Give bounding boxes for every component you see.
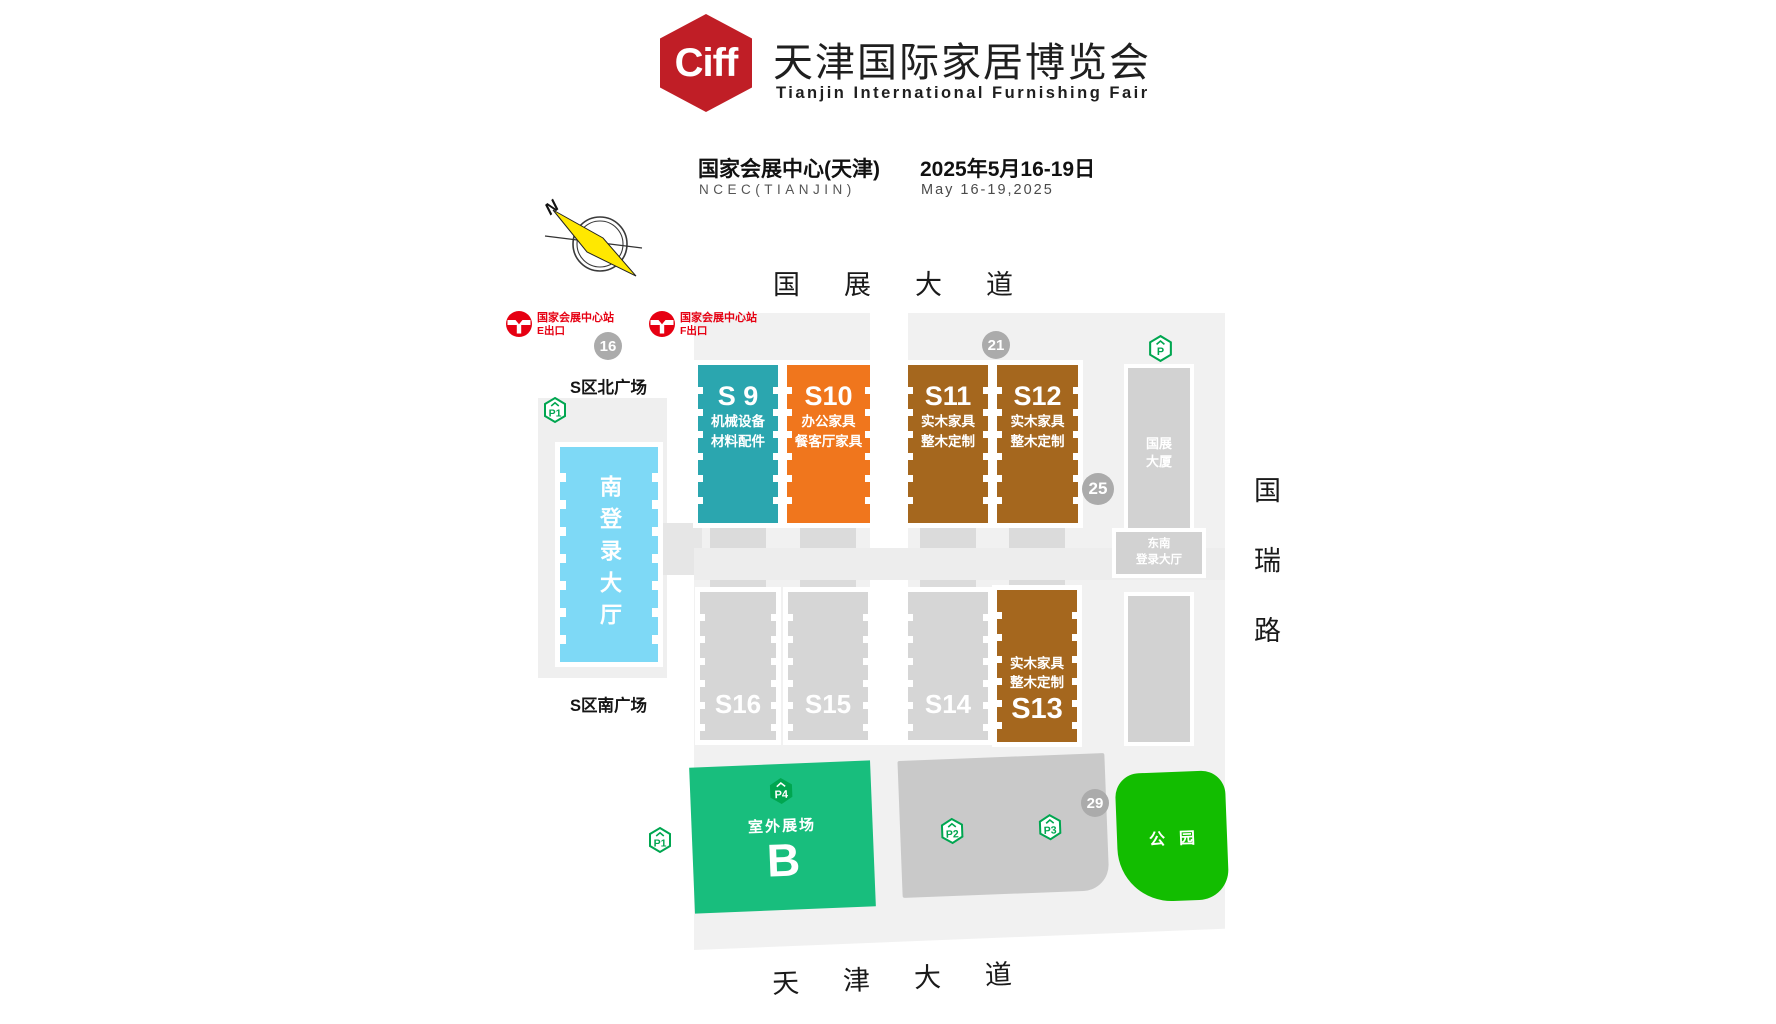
gate-21-badge: 21 [982, 331, 1010, 359]
inner-road-upper [870, 313, 908, 548]
hall-s14-id: S14 [924, 689, 972, 719]
expo-tower-label: 国展 大厦 [1146, 435, 1172, 470]
parking-icon-p1-north: P1 [544, 396, 566, 424]
parking-p3-label: P3 [1044, 824, 1057, 836]
parking-roof-mark [947, 822, 957, 828]
gate-16-badge: 16 [594, 332, 622, 360]
southeast-login-hall: 东南 登录大厅 [1116, 532, 1202, 574]
expo-tower-line1: 国展 [1145, 436, 1172, 452]
hall-s15: S15 [788, 592, 868, 740]
hall-s10-line1: 办公家具 [801, 414, 856, 429]
metro-exit-f: F出口 [680, 325, 708, 337]
hall-s14: S14 [908, 592, 988, 740]
gate-29-badge: 29 [1081, 789, 1109, 817]
hall-s11-line2: 整木定制 [921, 434, 975, 450]
parking-icon-p4: P4 [769, 778, 792, 805]
hall-s9-line1: 机械设备 [711, 414, 765, 429]
venue-name-en: NCEC(TIANJIN) [699, 182, 856, 197]
parking-p2-label: P2 [946, 828, 959, 840]
expo-tower: 国展 大厦 [1128, 368, 1190, 538]
parking-p1-label: P1 [654, 838, 667, 850]
page-subtitle: Tianjin International Furnishing Fair [776, 84, 1150, 102]
hall-s15-id: S15 [804, 689, 852, 719]
metro-station-name: 国家会展中心站 [537, 312, 614, 324]
metro-station-name: 国家会展中心站 [680, 312, 757, 324]
parking-roof-mark [1156, 339, 1165, 345]
hall-s11: S11 实木家具 整木定制 [908, 365, 988, 523]
inner-road-lower [870, 580, 908, 745]
hall-s10: S10 办公家具 餐客厅家具 [787, 365, 870, 523]
page-title: 天津国际家居博览会 [773, 41, 1151, 85]
parking-roof-mark [655, 831, 665, 837]
hall-s10-id: S10 [804, 381, 853, 411]
hall-s16: S16 [700, 592, 776, 740]
compass-icon: N [543, 196, 643, 277]
hall-s16-id: S16 [714, 689, 762, 719]
parking-icon-p2: P2 [940, 817, 964, 845]
expo-tower-line2: 大厦 [1145, 454, 1172, 469]
outdoor-zone-id: B [765, 833, 802, 887]
metro-icon [649, 311, 675, 337]
gate-25-badge: 25 [1082, 473, 1114, 505]
hall-s10-line2: 餐客厅家具 [794, 434, 863, 450]
hall-s12-line1: 实木家具 [1010, 414, 1065, 429]
hall-s13: 实木家具 整木定制 S13 [997, 590, 1077, 742]
hall-s9: S 9 机械设备 材料配件 [698, 365, 778, 523]
hall-s13-id: S13 [1011, 693, 1063, 725]
south-login-hall: 南登录大厅 [560, 447, 658, 662]
se-login-line1: 东南 [1147, 538, 1171, 551]
outdoor-exhibition-zone-b: P4 室外展场 B [689, 760, 876, 914]
hall-s12: S12 实木家具 整木定制 [997, 365, 1078, 523]
parking-icon-p3: P3 [1038, 814, 1062, 841]
hall-s11-id: S11 [924, 381, 972, 411]
park-area: 公园 [1114, 769, 1230, 904]
south-login-hall-label: 南登录大厅 [597, 474, 622, 635]
parking-icon-p: P [1149, 334, 1172, 363]
southeast-login-hall-label: 东南 登录大厅 [1136, 537, 1182, 568]
se-login-line2: 登录大厅 [1136, 554, 1182, 566]
hall-s9-line2: 材料配件 [711, 434, 765, 450]
hall-s12-line2: 整木定制 [1010, 434, 1065, 450]
hall-s13-line2: 整木定制 [1010, 675, 1064, 691]
parking-roof-mark [550, 401, 560, 407]
ciff-logo: Ciff [660, 14, 752, 112]
metro-icon [506, 311, 532, 337]
ciff-logo-text: Ciff [674, 40, 739, 85]
metro-exit-e: E出口 [537, 325, 566, 337]
venue-name-cn: 国家会展中心(天津) [698, 158, 880, 181]
parking-roof-mark [775, 782, 786, 788]
event-date-cn: 2025年5月16-19日 [920, 158, 1096, 181]
hall-s9-id: S 9 [717, 381, 759, 411]
parking-lot: P2 P3 [897, 753, 1110, 898]
parking-icon-p1-south: P1 [649, 826, 671, 854]
park-label: 公园 [1148, 829, 1210, 849]
hall-s13-text: 实木家具 整木定制 S13 [997, 654, 1077, 726]
hall-s12-id: S12 [1013, 381, 1062, 411]
east-annex-building [1128, 596, 1190, 742]
hall-s11-line1: 实木家具 [921, 414, 975, 429]
parking-p-label: P [1157, 346, 1164, 358]
parking-roof-mark [1045, 818, 1055, 824]
north-plaza-label: S区北广场 [570, 379, 648, 397]
road-guozhan-avenue: 国展大道 [773, 270, 1057, 300]
parking-p1-label: P1 [549, 408, 562, 420]
event-date-en: May 16-19,2025 [921, 182, 1054, 198]
hall-s13-line1: 实木家具 [1010, 655, 1064, 671]
parking-p4-label: P4 [774, 789, 789, 802]
road-guorui-road: 国瑞路 [1250, 476, 1280, 686]
south-plaza-label: S区南广场 [570, 697, 648, 715]
